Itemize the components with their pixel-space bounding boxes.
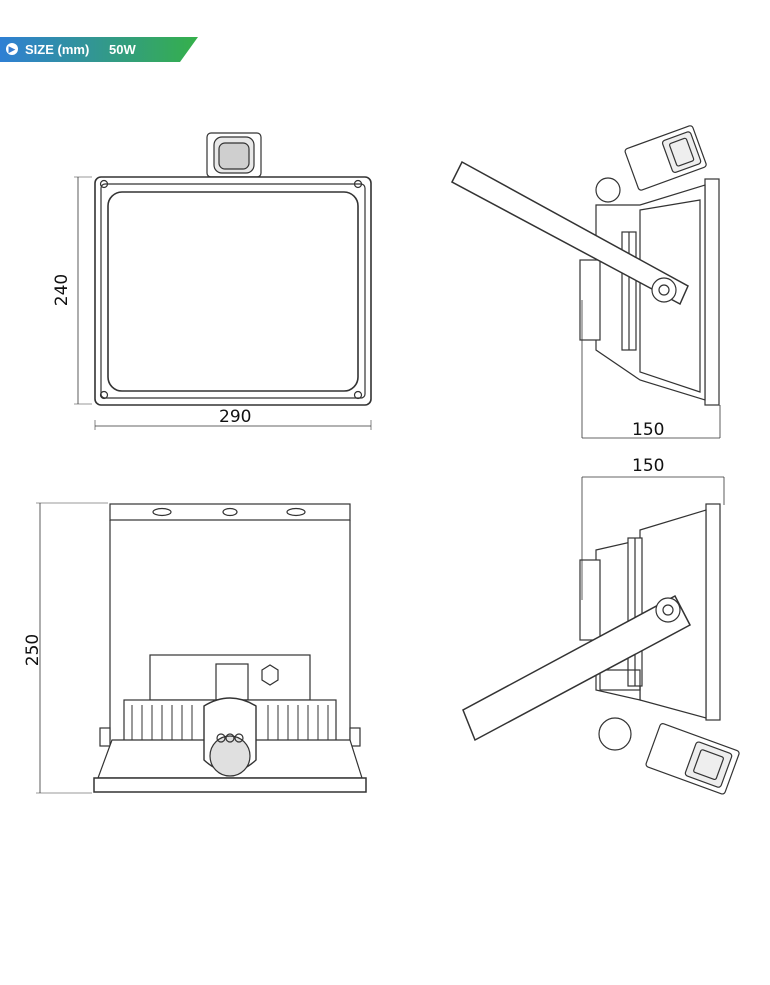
size-label: SIZE (mm) (25, 42, 90, 57)
side-depth-top-label: 150 (632, 420, 665, 440)
size-banner: ▶ SIZE (mm) 50W (0, 37, 200, 62)
banner-background (0, 37, 198, 62)
bottom-height-label: 250 (23, 633, 44, 667)
front-view (74, 132, 372, 430)
front-width-label: 290 (219, 407, 252, 427)
side-view-bottom (462, 476, 740, 795)
model-label: 50W (109, 42, 136, 57)
bottom-view (36, 502, 367, 794)
side-view-top (451, 125, 721, 439)
chevron-right-icon: ▶ (6, 43, 18, 55)
side-depth-bottom-label: 150 (632, 456, 665, 476)
front-height-label: 240 (52, 273, 73, 307)
